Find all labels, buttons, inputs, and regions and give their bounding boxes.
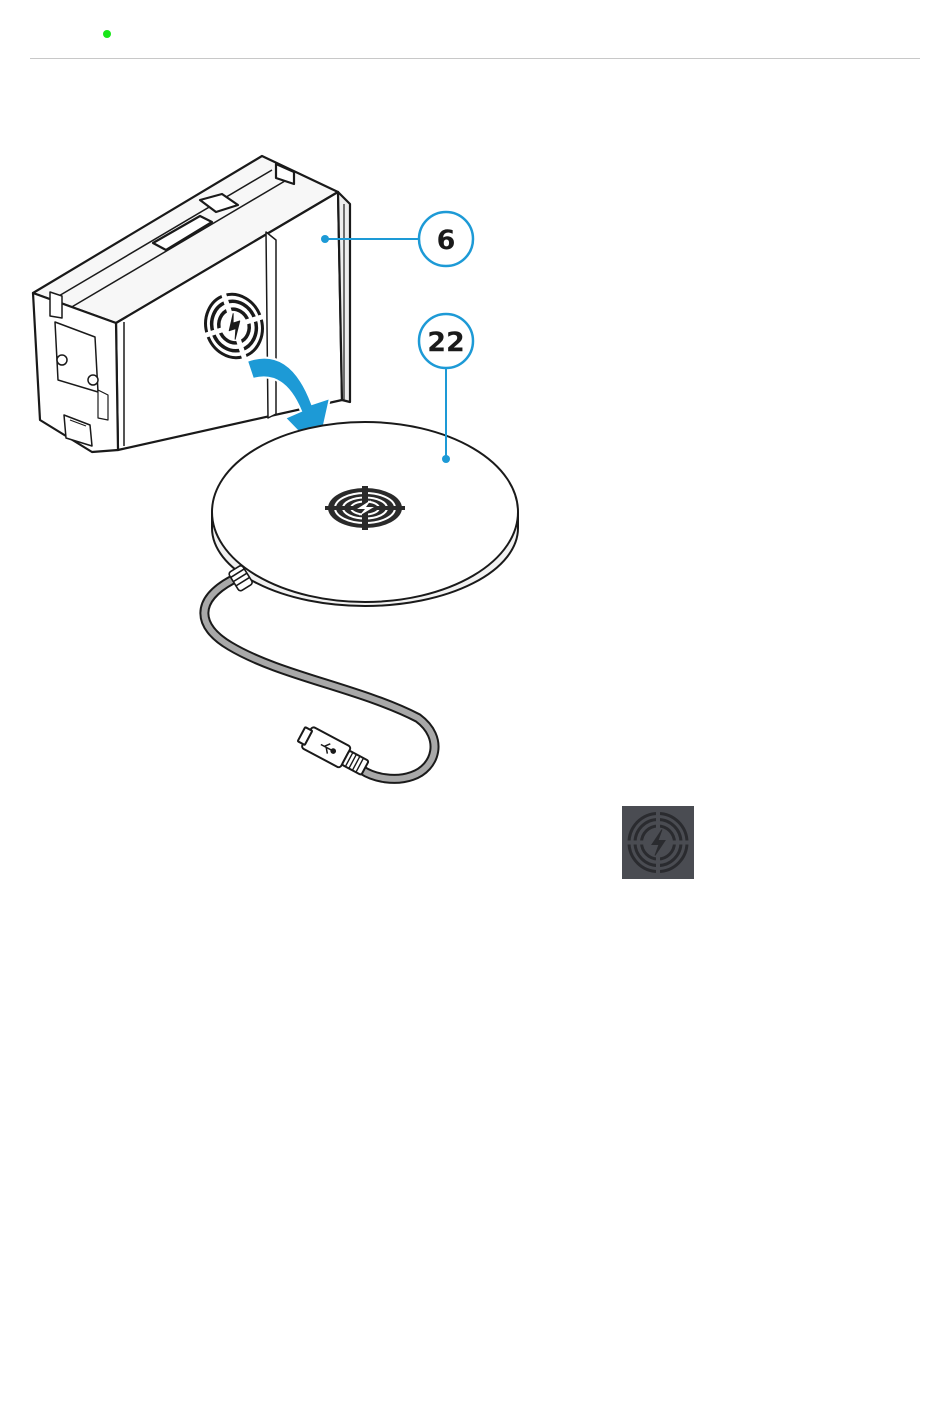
callout-label-22: 22 [427,327,465,358]
callout-label-6: 6 [437,225,456,256]
wireless-charging-symbol-icon [622,806,694,879]
wireless-charging-pad-icon [212,422,518,606]
